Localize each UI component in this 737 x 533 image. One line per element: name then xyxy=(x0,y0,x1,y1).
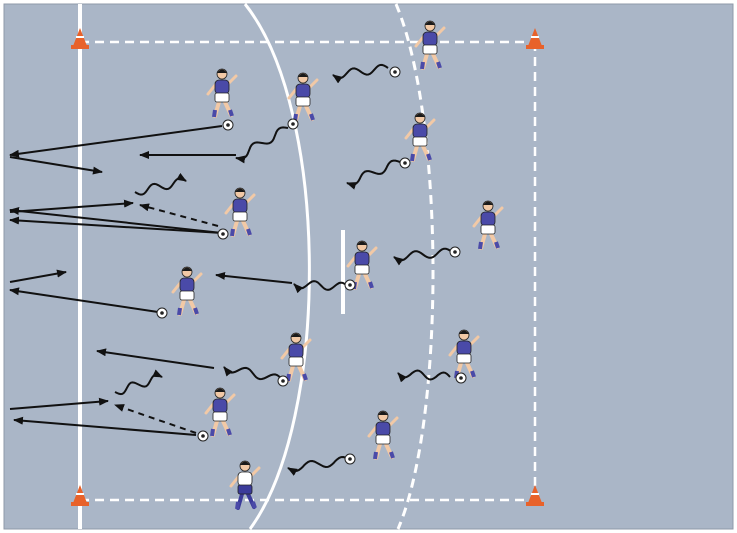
ball-icon xyxy=(197,430,209,442)
dribble-arrow-icon xyxy=(287,455,351,476)
ball-icon xyxy=(277,375,289,387)
ball-icon xyxy=(217,228,229,240)
player-icon xyxy=(404,112,436,162)
ball-icon xyxy=(344,279,356,291)
penalty-arc-dashed xyxy=(394,3,435,530)
ball-icon xyxy=(287,118,299,130)
player-icon xyxy=(280,332,312,382)
player-icon xyxy=(171,266,203,316)
dribble-arrow-icon xyxy=(397,369,451,383)
dashed-arrow-icon xyxy=(139,203,219,227)
player-icon xyxy=(414,20,446,70)
ball-icon xyxy=(389,66,401,78)
arrow-icon xyxy=(215,271,293,284)
arrow-icon xyxy=(9,216,223,234)
dribble-arrow-icon xyxy=(393,247,453,266)
ball-icon xyxy=(156,307,168,319)
arrow-icon xyxy=(9,156,103,175)
ball-icon xyxy=(455,372,467,384)
arrow-icon xyxy=(9,397,109,410)
ball-icon xyxy=(344,453,356,465)
penalty-arc-solid xyxy=(243,3,311,530)
arrow-icon xyxy=(9,206,223,234)
dribble-arrow-icon xyxy=(332,63,389,84)
player-icon xyxy=(206,68,238,118)
cone-icon xyxy=(71,485,89,506)
cone-icon xyxy=(526,28,544,49)
arrow-icon xyxy=(9,199,134,213)
dribble-arrow-icon xyxy=(293,280,349,294)
dribble-arrow-icon xyxy=(346,159,401,190)
arrow-icon xyxy=(9,287,159,313)
dribble-arrow-icon xyxy=(235,126,289,164)
arrow-icon xyxy=(13,416,197,436)
dribble-arrow-icon xyxy=(134,172,187,196)
arrow-icon xyxy=(9,269,67,283)
defender-player-icon xyxy=(229,460,261,510)
ball-icon xyxy=(222,119,234,131)
player-icon xyxy=(367,410,399,460)
player-icon xyxy=(204,387,236,437)
cone-icon xyxy=(526,485,544,506)
player-icon xyxy=(224,187,256,237)
player-icon xyxy=(287,72,319,122)
ball-icon xyxy=(399,157,411,169)
cone-icon xyxy=(71,28,89,49)
ball-icon xyxy=(449,246,461,258)
player-icon xyxy=(448,329,480,379)
player-icon xyxy=(472,200,504,250)
arrow-icon xyxy=(96,348,215,369)
dribble-arrow-icon xyxy=(223,366,283,381)
dribble-arrow-icon xyxy=(114,369,163,396)
dashed-arrow-icon xyxy=(114,404,197,434)
arrow-icon xyxy=(9,125,223,158)
